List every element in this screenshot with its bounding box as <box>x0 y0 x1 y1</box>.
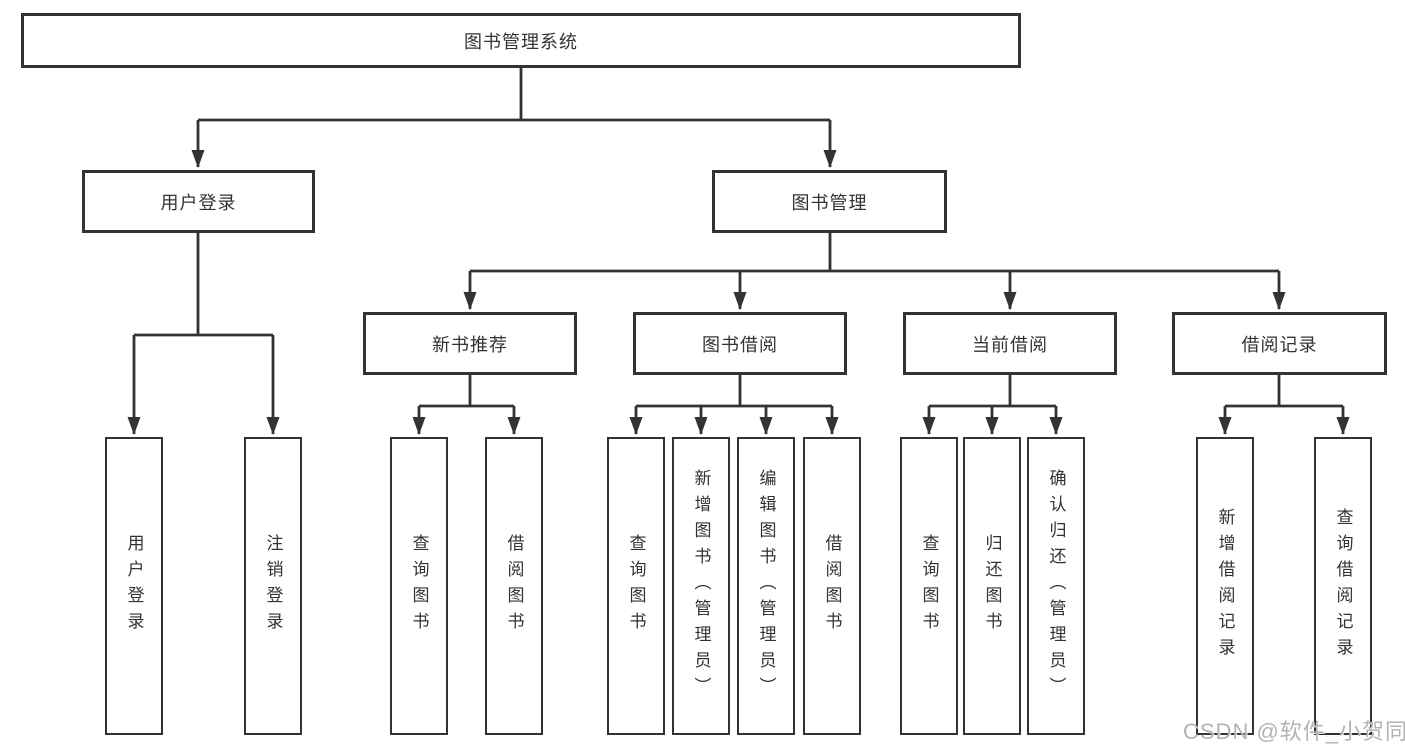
node-user-login: 用户登录 <box>82 170 315 233</box>
leaf-records-query-record: 查询借阅记录 <box>1314 437 1372 735</box>
leaf-newbook-borrow-books: 借阅图书 <box>485 437 543 735</box>
node-book-borrow: 图书借阅 <box>633 312 847 375</box>
leaf-current-query-books: 查询图书 <box>900 437 958 735</box>
leaf-borrow-edit-books-admin: 编辑图书（管理员） <box>737 437 795 735</box>
leaf-borrow-borrow-books: 借阅图书 <box>803 437 861 735</box>
leaf-borrow-add-books-admin: 新增图书（管理员） <box>672 437 730 735</box>
node-system-root: 图书管理系统 <box>21 13 1021 68</box>
leaf-current-confirm-return-admin: 确认归还（管理员） <box>1027 437 1085 735</box>
node-new-book-recommend: 新书推荐 <box>363 312 577 375</box>
node-current-borrow: 当前借阅 <box>903 312 1117 375</box>
leaf-newbook-query-books: 查询图书 <box>390 437 448 735</box>
leaf-borrow-query-books: 查询图书 <box>607 437 665 735</box>
leaf-user-login: 用户登录 <box>105 437 163 735</box>
node-borrow-records: 借阅记录 <box>1172 312 1387 375</box>
leaf-records-add-record: 新增借阅记录 <box>1196 437 1254 735</box>
leaf-current-return-books: 归还图书 <box>963 437 1021 735</box>
leaf-logout: 注销登录 <box>244 437 302 735</box>
csdn-watermark: CSDN @软件_小贺同学 <box>1183 719 1405 744</box>
node-book-management: 图书管理 <box>712 170 947 233</box>
